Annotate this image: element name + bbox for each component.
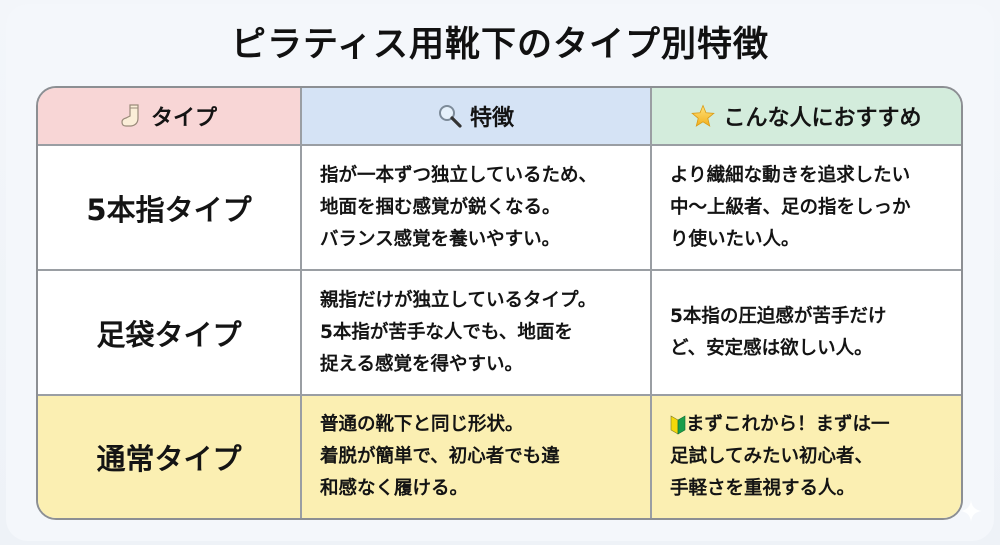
header-recommended: こんな人におすすめ [652,88,961,146]
row-1-features: 指が一本ずつ独立しているため、 地面を掴む感覚が鋭くなる。 バランス感覚を養いや… [302,146,652,271]
header-type: タイプ [38,88,302,146]
features-line: 和感なく履ける。 [320,478,469,499]
features-line: 指が一本ずつ独立しているため、 [320,164,597,186]
star-icon [691,104,716,128]
row-1-recommended: より繊細な動きを追求したい 中〜上級者、足の指をしっか り使いたい人。 [652,146,961,271]
row-2-type: 足袋タイプ [38,271,302,396]
features-line: 5本指が苦手な人でも、地面を [320,321,573,343]
features-line: バランス感覚を養いやすい。 [320,228,561,250]
row-3-type: 通常タイプ [38,396,302,518]
row-3-features: 普通の靴下と同じ形状。 着脱が簡単で、初心者でも違 和感なく履ける。 [302,396,652,518]
row-2-recommended: 5本指の圧迫感が苦手だけ ど、安定感は欲しい人。 [652,271,961,396]
page-title: ピラティス用靴下のタイプ別特徴 [231,25,769,65]
row-1-type: 5本指タイプ [38,146,302,271]
features-line: 親指だけが独立しているタイプ。 [320,289,597,311]
features-line: 着脱が簡単で、初心者でも違 [320,446,560,467]
beginner-mark-icon [670,415,686,435]
recommended-line: り使いたい人。 [670,228,800,250]
header-features-label: 特徴 [469,106,514,131]
header-recommended-label: こんな人におすすめ [723,106,922,131]
recommended-line: 足試してみたい初心者、 [670,446,873,467]
comparison-table: タイプ 特徴 こんな人におすすめ 5本指タイプ [36,86,963,520]
recommended-line: より繊細な動きを追求したい [670,164,911,186]
sparkle-icon [960,500,982,522]
row-3-recommended: まずこれから！まずは一 足試してみたい初心者、 手軽さを重視する人。 [652,396,961,518]
header-type-label: タイプ [150,106,217,131]
magnifier-icon [438,104,462,128]
recommended-line: 手軽さを重視する人。 [670,478,856,499]
features-line: 普通の靴下と同じ形状。 [320,414,524,435]
recommended-line: 5本指の圧迫感が苦手だけ [670,305,887,327]
recommended-line: まずこれから！まずは一 [686,414,890,435]
recommended-line: 中〜上級者、足の指をしっか [670,196,911,218]
recommended-line-with-icon: まずこれから！まずは一 [670,409,890,441]
features-line: 地面を掴む感覚が鋭くなる。 [320,196,561,218]
header-features: 特徴 [302,88,652,146]
row-2-features: 親指だけが独立しているタイプ。 5本指が苦手な人でも、地面を 捉える感覚を得やす… [302,271,652,396]
features-line: 捉える感覚を得やすい。 [320,353,523,375]
sock-icon [121,103,143,129]
recommended-line: ど、安定感は欲しい人。 [670,337,873,359]
